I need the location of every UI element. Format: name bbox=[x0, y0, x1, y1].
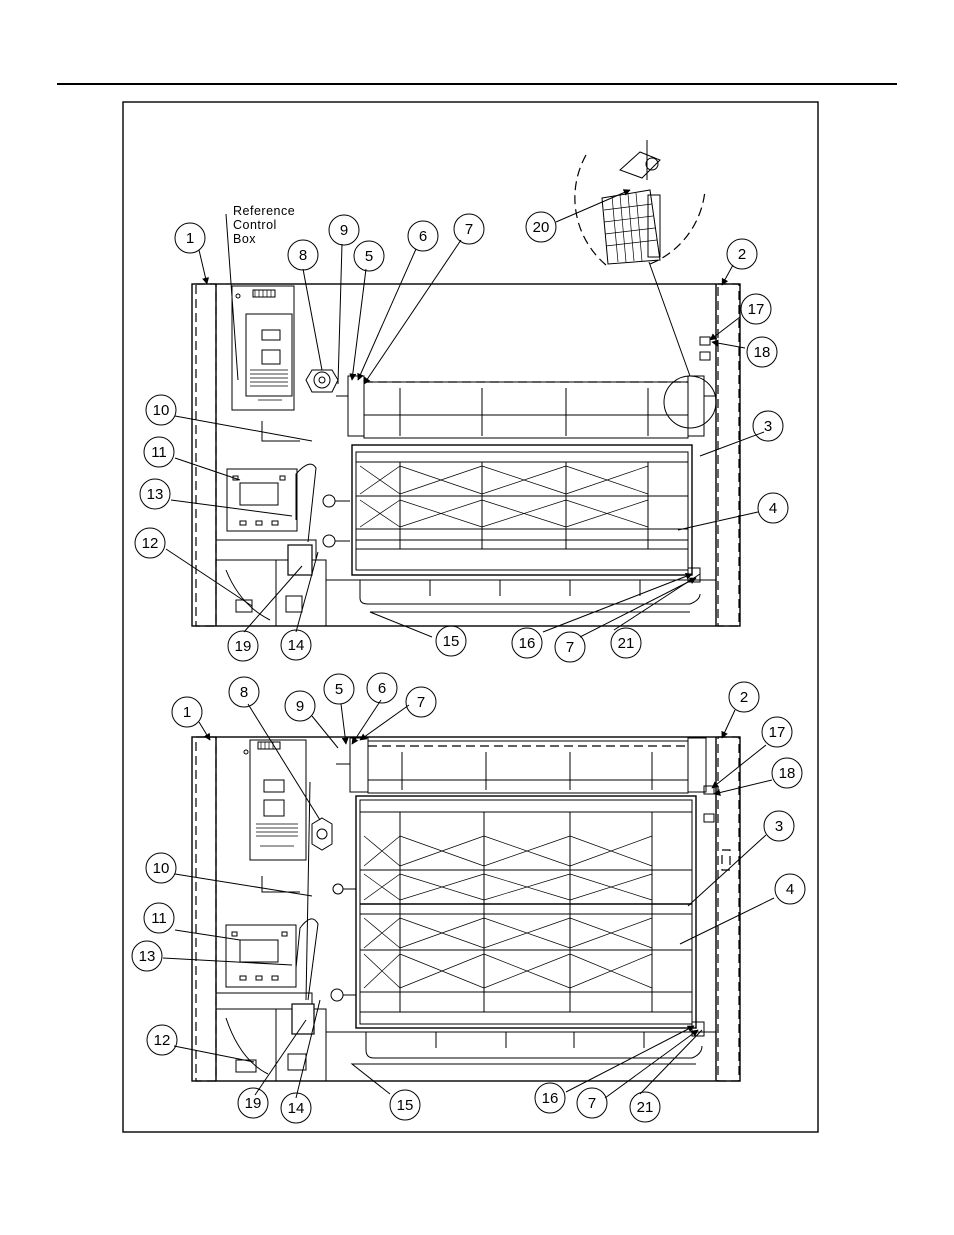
top-heating-element bbox=[351, 444, 693, 576]
top-ignition-module bbox=[226, 463, 317, 543]
bottom-heat-roller bbox=[367, 740, 689, 794]
top-heat-roller bbox=[363, 381, 689, 439]
top-left-side-panel bbox=[195, 283, 217, 627]
callout-21: 21 bbox=[637, 1099, 654, 1116]
callout-11: 11 bbox=[151, 444, 167, 461]
callout-10: 10 bbox=[153, 860, 170, 877]
callout-7: 7 bbox=[465, 221, 473, 238]
callout-10: 10 bbox=[153, 402, 170, 419]
callout-19: 19 bbox=[245, 1095, 262, 1112]
top-diagram: Reference Control Box 1 2 3 4 5 6 7 8 9 … bbox=[134, 140, 789, 663]
callout-9: 9 bbox=[340, 222, 348, 239]
callout-4: 4 bbox=[786, 881, 794, 898]
svg-text:Reference: Reference bbox=[233, 204, 295, 218]
callout-13: 13 bbox=[139, 948, 156, 965]
reference-control-box-label: Reference Control Box bbox=[233, 204, 295, 246]
top-detail-view bbox=[574, 154, 607, 266]
callout-1: 1 bbox=[186, 230, 194, 247]
callout-20: 20 bbox=[533, 219, 550, 236]
top-leaders bbox=[165, 189, 765, 638]
callout-13: 13 bbox=[147, 486, 164, 503]
callout-12: 12 bbox=[154, 1032, 171, 1049]
top-right-side-panel bbox=[717, 283, 740, 627]
callout-21: 21 bbox=[618, 635, 635, 652]
callout-16: 16 bbox=[519, 635, 536, 652]
bottom-diagram: 1 2 3 4 5 6 7 8 9 10 11 12 13 14 15 16 7… bbox=[131, 672, 806, 1124]
callout-15: 15 bbox=[443, 633, 460, 650]
callout-3: 3 bbox=[764, 418, 772, 435]
callout-18: 18 bbox=[779, 765, 796, 782]
callout-3: 3 bbox=[775, 818, 783, 835]
callout-6: 6 bbox=[419, 228, 427, 245]
callout-7: 7 bbox=[417, 694, 425, 711]
callout-19: 19 bbox=[235, 638, 252, 655]
top-control-box bbox=[231, 285, 295, 411]
bottom-drain-tray bbox=[325, 1031, 717, 1082]
top-detail-element bbox=[601, 140, 691, 377]
bottom-ignition-module bbox=[225, 781, 319, 1001]
callout-4: 4 bbox=[769, 500, 777, 517]
svg-text:Control: Control bbox=[233, 218, 277, 232]
top-callouts: 1 2 3 4 5 6 7 8 9 10 11 12 13 14 15 16 7… bbox=[134, 211, 789, 663]
bottom-heating-element bbox=[355, 795, 697, 1029]
bottom-leaders bbox=[162, 699, 775, 1099]
figure-frame bbox=[122, 101, 819, 1133]
callout-17: 17 bbox=[769, 724, 786, 741]
callout-8: 8 bbox=[299, 247, 307, 264]
callout-16: 16 bbox=[542, 1090, 559, 1107]
svg-text:Box: Box bbox=[233, 232, 256, 246]
callout-7b: 7 bbox=[588, 1095, 596, 1112]
bottom-left-side-panel bbox=[195, 736, 217, 1082]
callout-5: 5 bbox=[335, 681, 343, 698]
callout-14: 14 bbox=[288, 637, 305, 654]
callout-1: 1 bbox=[183, 704, 191, 721]
callout-12: 12 bbox=[142, 535, 159, 552]
callout-2: 2 bbox=[740, 689, 748, 706]
bottom-pilot-8 bbox=[311, 817, 333, 851]
top-drain-tray bbox=[325, 579, 717, 627]
callout-2: 2 bbox=[738, 246, 746, 263]
bottom-callouts: 1 2 3 4 5 6 7 8 9 10 11 12 13 14 15 16 7… bbox=[131, 672, 806, 1124]
callout-6: 6 bbox=[378, 680, 386, 697]
callout-14: 14 bbox=[288, 1100, 305, 1117]
bottom-control-box bbox=[243, 739, 307, 861]
callout-11: 11 bbox=[151, 910, 167, 927]
callout-5: 5 bbox=[365, 248, 373, 265]
bottom-cabinet-outline bbox=[191, 736, 741, 1082]
callout-7b: 7 bbox=[566, 639, 574, 656]
top-pilot-8 bbox=[313, 371, 331, 389]
callout-17: 17 bbox=[748, 301, 765, 318]
callout-8: 8 bbox=[240, 684, 248, 701]
callout-9: 9 bbox=[296, 698, 304, 715]
callout-15: 15 bbox=[397, 1097, 414, 1114]
callout-18: 18 bbox=[754, 344, 771, 361]
